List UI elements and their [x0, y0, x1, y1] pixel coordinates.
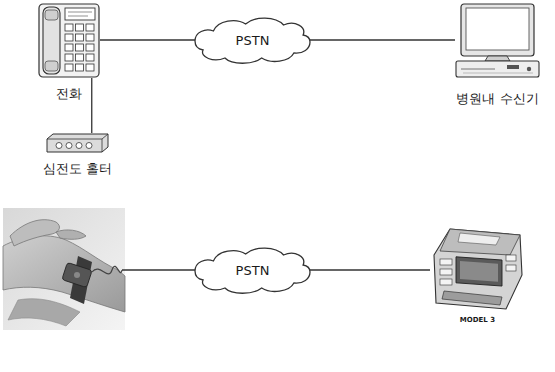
- network-cloud-node: PSTN: [195, 245, 310, 295]
- hospital-receiver: 병원내 수신기: [455, 3, 540, 78]
- patient-wrist-photo: [3, 208, 125, 330]
- node-label: PSTN: [236, 33, 270, 48]
- phone-line: [122, 269, 196, 270]
- device-caption: MODEL 3: [460, 316, 495, 325]
- node-label: PSTN: [236, 263, 270, 278]
- phone-line: [310, 39, 455, 40]
- computer-icon: [455, 3, 540, 78]
- device-caption: 심전도 홀터: [43, 161, 112, 176]
- network-cloud-node: PSTN: [195, 15, 310, 65]
- device-caption: 병원내 수신기: [456, 91, 538, 106]
- holter-device-icon: [45, 133, 110, 153]
- phone-line: [100, 39, 195, 40]
- telephone-icon: [38, 3, 100, 78]
- telephone: 전화: [38, 3, 100, 78]
- device-caption: 전화: [56, 86, 82, 101]
- phone-line: [91, 78, 92, 133]
- ecg-recorder-icon: [430, 225, 525, 313]
- holter-monitor: 심전도 홀터: [45, 133, 110, 153]
- phone-line: [310, 269, 430, 270]
- ecg-recorder: MODEL 3: [430, 225, 525, 313]
